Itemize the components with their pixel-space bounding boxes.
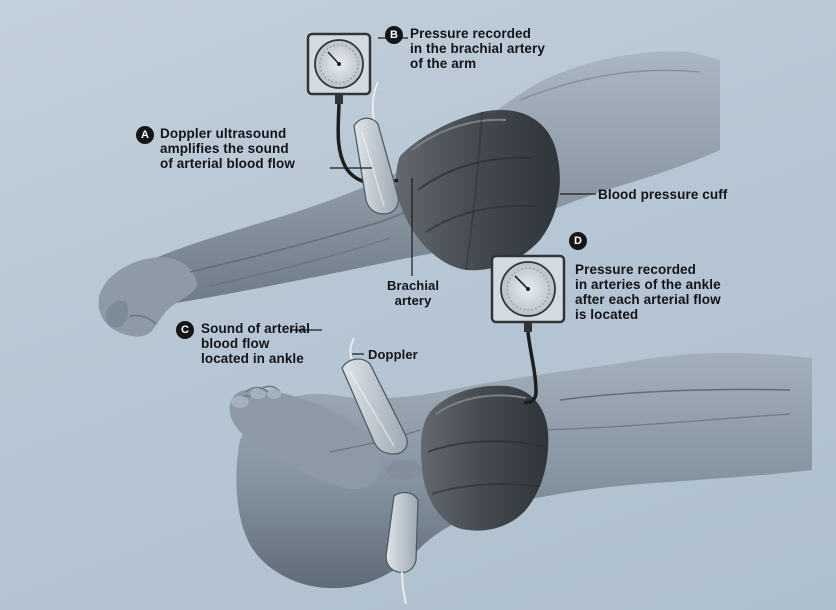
doppler-label: Doppler [368,347,418,362]
brachial-artery-label: Brachial artery [387,278,439,308]
cuff-label: Blood pressure cuff [598,187,727,202]
callout-b-badge: B [385,26,403,44]
leg-cuff [421,386,548,531]
callout-c-text: Sound of arterial blood flow located in … [201,321,310,366]
callout-d-badge: D [569,232,587,250]
callout-a-badge: A [136,126,154,144]
callout-d-text: Pressure recorded in arteries of the ank… [575,262,721,322]
callout-b-text: Pressure recorded in the brachial artery… [410,26,545,71]
callout-a-text: Doppler ultrasound amplifies the sound o… [160,126,295,171]
callout-c-badge: C [176,321,194,339]
